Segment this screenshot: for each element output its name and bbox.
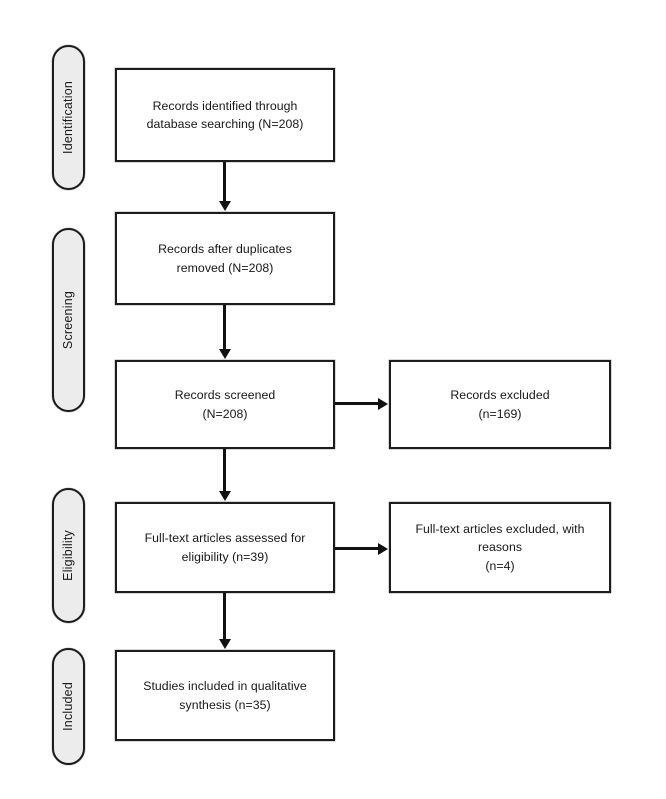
- box-fulltext-excluded-text: Full-text articles excluded, with reason…: [415, 521, 585, 573]
- box-studies-included: Studies included in qualitative synthesi…: [115, 650, 335, 741]
- box-studies-included-text: Studies included in qualitative synthesi…: [143, 679, 307, 712]
- arrow-screened-to-excluded: [335, 402, 379, 405]
- stage-pill-screening: Screening: [52, 228, 85, 412]
- box-records-after-duplicates-text: Records after duplicates removed (N=208): [158, 242, 292, 275]
- stage-pill-included: Included: [52, 648, 85, 765]
- box-fulltext-assessed: Full-text articles assessed for eligibil…: [115, 502, 335, 593]
- box-records-excluded-text: Records excluded (n=169): [450, 388, 550, 421]
- box-records-identified-text: Records identified through database sear…: [146, 98, 304, 131]
- box-fulltext-excluded: Full-text articles excluded, with reason…: [389, 502, 611, 593]
- box-records-screened-text: Records screened (N=208): [174, 388, 276, 421]
- arrow-identified-to-duplicates: [223, 162, 226, 202]
- stage-pill-identification: Identification: [52, 45, 85, 190]
- stage-label-screening: Screening: [61, 290, 76, 350]
- arrow-fulltext-to-excluded: [335, 547, 379, 550]
- arrow-duplicates-to-screened: [223, 305, 226, 350]
- arrow-screened-to-fulltext: [223, 449, 226, 492]
- stage-label-eligibility: Eligibility: [61, 530, 76, 581]
- box-records-identified: Records identified through database sear…: [115, 68, 335, 162]
- arrow-fulltext-to-included: [223, 593, 226, 640]
- box-records-screened: Records screened (N=208): [115, 360, 335, 449]
- stage-pill-eligibility: Eligibility: [52, 488, 85, 623]
- box-records-after-duplicates: Records after duplicates removed (N=208): [115, 212, 335, 305]
- stage-label-included: Included: [61, 682, 76, 731]
- box-fulltext-assessed-text: Full-text articles assessed for eligibil…: [144, 531, 306, 564]
- stage-label-identification: Identification: [61, 81, 76, 154]
- box-records-excluded: Records excluded (n=169): [389, 360, 611, 449]
